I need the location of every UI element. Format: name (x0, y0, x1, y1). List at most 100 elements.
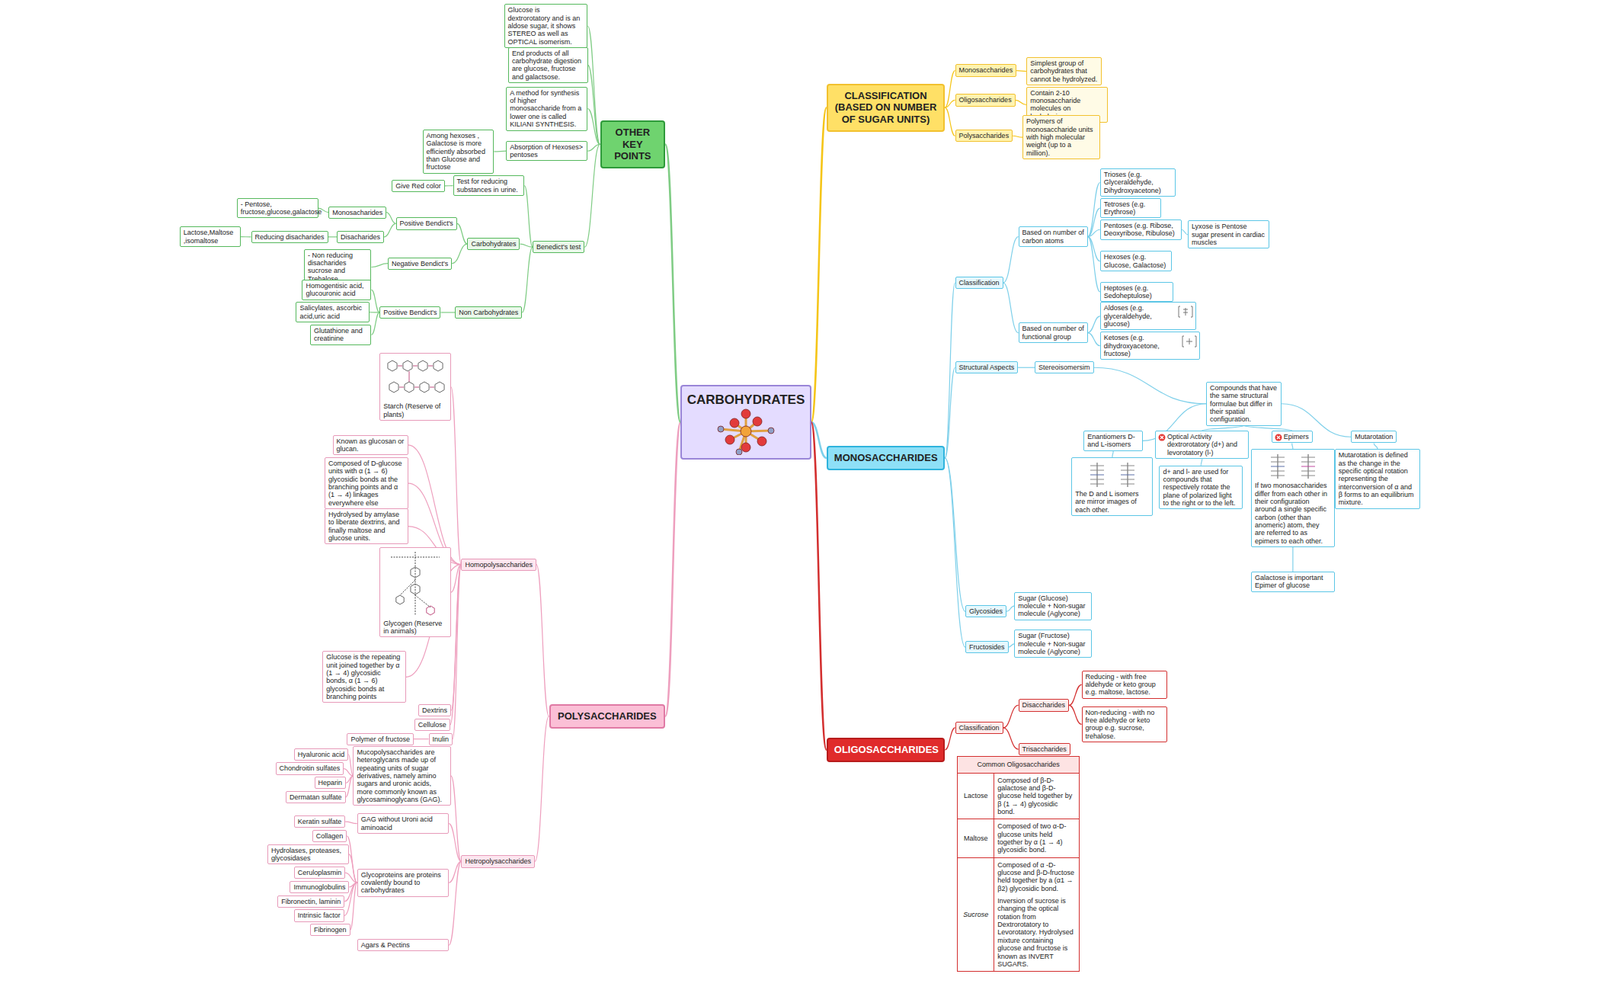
node-text: Monosaccharides (959, 66, 1014, 74)
node-text: End products of all carbohydrate digesti… (512, 49, 585, 81)
note-box: Galactose is important Epimer of glucose (1251, 571, 1335, 592)
node-text: Homopolysaccharides (464, 560, 533, 569)
note-box: Mutarotation (1350, 430, 1397, 443)
node-text: Dextrins (422, 706, 448, 714)
branch-connector (944, 282, 955, 458)
note-box: Cellulose (414, 718, 451, 731)
central-topic: CARBOHYDRATES (680, 384, 811, 460)
branch-connector (944, 367, 955, 458)
node-text: Tetroses (e.g. Erythrose) (1104, 200, 1158, 217)
subtopic-box: Classification (955, 276, 1004, 289)
branch-connector (328, 236, 337, 237)
note-box: Agars & Pectins (357, 938, 450, 951)
node-text: Pentoses (e.g. Ribose, Deoxyribose, Ribu… (1104, 221, 1178, 238)
branch-connector (1003, 236, 1019, 283)
branch-connector (457, 223, 468, 244)
note-box: d+ and l- are used for compounds that re… (1158, 465, 1243, 510)
branch-connector (1088, 316, 1101, 333)
branch-connector (350, 882, 358, 930)
branch-connector (1068, 684, 1082, 705)
note-box: Trioses (e.g. Glyceraldehyde, Dihydroxya… (1100, 168, 1176, 197)
branch-connector (1088, 229, 1101, 237)
note-box: Pentoses (e.g. Ribose, Deoxyribose, Ribu… (1100, 219, 1182, 240)
note-box: Based on number of functional group (1018, 322, 1088, 343)
branch-connector (944, 457, 966, 612)
node-text: - Non reducing disacharides sucrose and … (307, 251, 368, 283)
node-text: Sugar (Glucose) molecule + Non-sugar mol… (1017, 594, 1088, 618)
node-text: Non Carbohydrates (458, 308, 519, 317)
node-text: Benedict's test (536, 243, 581, 251)
note-box: Heptoses (e.g. Sedoheptulose) (1100, 281, 1174, 303)
note-box: Polymer of fructose (346, 732, 414, 746)
branch-connector (1068, 704, 1082, 724)
branch-connector (944, 107, 955, 136)
note-box: Dextrins (418, 704, 452, 717)
branch-connector (1003, 727, 1019, 749)
branch-connector (440, 311, 455, 313)
structure-illustration (1078, 459, 1147, 490)
branch-connector (521, 246, 533, 313)
node-text: Compounds that have the same structural … (1209, 384, 1278, 424)
note-box: Based on number of carbon atoms (1018, 226, 1088, 247)
branch-connector (444, 185, 454, 186)
branch-connector (345, 775, 354, 797)
node-text: Cellulose (418, 720, 447, 729)
node-text: Fructosides (969, 643, 1005, 651)
node-text: Hydrolases, proteases, glycosidases (271, 846, 346, 863)
note-box: Tetroses (e.g. Erythrose) (1100, 198, 1162, 219)
branch-connector (811, 422, 827, 750)
note-box: Negative Bendict's (387, 257, 452, 270)
note-box: Simplest group of carbohydrates that can… (1026, 57, 1102, 86)
branch-connector (944, 70, 955, 109)
node-text: Enantiomers D- and L-isomers (1087, 432, 1140, 449)
note-box: Glucose is the repeating unit joined tog… (322, 650, 407, 703)
node-text: Glycosides (969, 607, 1003, 615)
branch-connector (1016, 70, 1027, 72)
branch-connector (536, 564, 550, 717)
note-box: Glucose is dextrorotatory and is an aldo… (504, 3, 589, 48)
node-text: If two monosaccharides differ from each … (1254, 481, 1332, 545)
branch-connector (1088, 208, 1101, 237)
subtopic-box: Monosaccharides (955, 64, 1018, 77)
molecule-illustration (711, 407, 781, 455)
branch-connector (587, 25, 600, 144)
note-box: Stereoisomersim (1034, 361, 1095, 374)
note-box: Reducing - with free aldehyde or keto gr… (1081, 670, 1168, 699)
subtopic-box: Classification (955, 721, 1004, 734)
node-text: Known as glucosan or glucan. (336, 437, 405, 454)
node-text: - Pentose, fructose,glucose,galactose (240, 200, 315, 217)
node-text: Common Oligosaccharides (957, 756, 1079, 772)
note-box: Test for reducing substances in urine. (453, 175, 525, 196)
branch-connector (1292, 442, 1293, 449)
note-box: Homogentisic acid, glucouronic acid (301, 279, 372, 301)
node-text: Give Red color (395, 182, 442, 190)
subtopic-box: Benedict's test (532, 240, 585, 253)
node-text: Heptoses (e.g. Sedoheptulose) (1104, 284, 1170, 301)
node-text: Composed of two α-D-glucose units held t… (997, 822, 1076, 854)
branch-connector (1017, 367, 1035, 368)
node-text: Classification (959, 723, 1000, 732)
node-text: Maltose (963, 834, 989, 842)
note-box: Dermatan sulfate (285, 790, 346, 804)
branch-connector (371, 263, 388, 268)
branch-connector (348, 854, 358, 883)
node-text: Mutarotation is defined as the change in… (1338, 451, 1418, 506)
node-text: Polysaccharides (959, 131, 1010, 140)
node-text: Fibronectin, laminin (281, 897, 341, 906)
status-icon (1158, 433, 1166, 442)
branch-connector (811, 107, 827, 423)
note-box: Disacharides (336, 230, 384, 244)
branch-connector (1003, 704, 1019, 728)
note-box: If two monosaccharides differ from each … (1251, 448, 1335, 548)
branch-connector (448, 823, 461, 862)
branch-connector (1015, 99, 1028, 105)
branch-connector (1292, 547, 1293, 572)
note-box: Fibrinogen (310, 923, 351, 936)
branch-connector (1088, 182, 1101, 237)
branch-connector (345, 821, 357, 823)
note-box: Known as glucosan or glucan. (332, 435, 409, 456)
subtopic-box: Structural Aspects (955, 361, 1019, 374)
note-box: GAG without Uroni acid aminoacid (357, 812, 450, 834)
branch-topic: POLYSACCHARIDES (549, 704, 666, 729)
note-box: Compounds that have the same structural … (1206, 381, 1282, 426)
